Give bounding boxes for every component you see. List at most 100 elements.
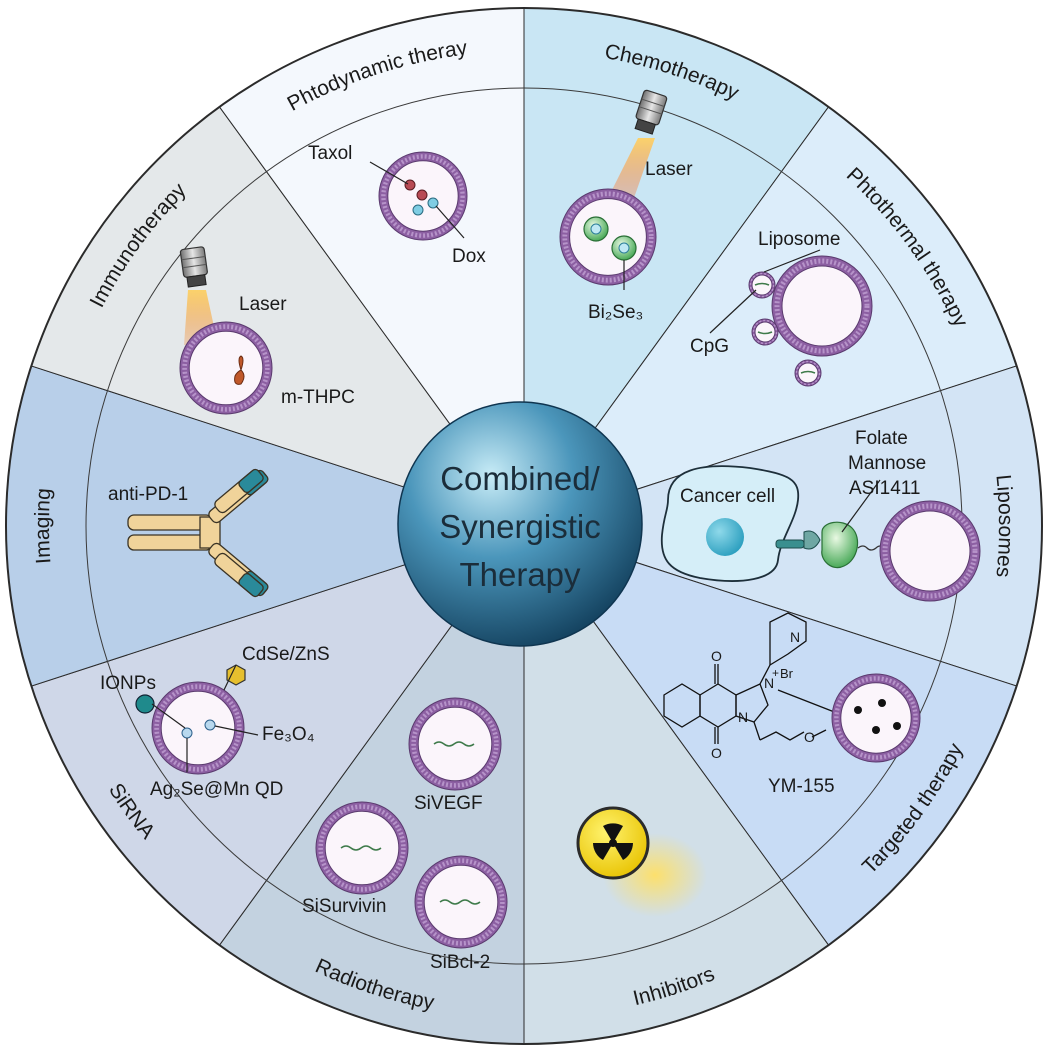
immunotherapy-illustration: anti-PD-1 bbox=[108, 468, 269, 598]
bond bbox=[759, 664, 771, 685]
leader-line bbox=[841, 479, 881, 533]
drug-dot bbox=[893, 722, 901, 730]
ionps-label: IONPs bbox=[100, 673, 156, 694]
sector-title-text: Imaging bbox=[31, 487, 55, 564]
small-liposome-vesicle bbox=[751, 318, 779, 346]
imaging-illustration: CdSe/ZnS IONPs Fe₃O₄ Ag₂Se@Mn QD bbox=[100, 644, 330, 800]
sector-title: Imaging bbox=[31, 487, 55, 564]
dox-label: Dox bbox=[452, 246, 486, 267]
targeted-therapy-illustration: Cancer cell Folate Mannose ASI1411 bbox=[660, 428, 981, 602]
leader-line bbox=[709, 289, 757, 334]
taxol-particle bbox=[416, 189, 428, 201]
nitrogen-label: N bbox=[738, 709, 748, 725]
large-liposome-vesicle bbox=[771, 255, 873, 357]
sirna-strand bbox=[340, 845, 382, 851]
antibody-icon bbox=[127, 468, 269, 598]
oxygen-label: O bbox=[711, 745, 722, 761]
mannose-label: Mannose bbox=[848, 453, 926, 474]
sector-title: Liposomes bbox=[991, 474, 1017, 579]
center-title-line-3: Therapy bbox=[459, 556, 581, 593]
sector-title-text: Liposomes bbox=[991, 474, 1017, 579]
ag2se-label: Ag₂Se@Mn QD bbox=[150, 779, 283, 800]
photodynamic-illustration: Laser m-THPC bbox=[179, 246, 355, 415]
fe3o4-label: Fe₃O₄ bbox=[262, 724, 315, 745]
sirna-illustration: SiVEGF SiSurvivin SiBcl-2 bbox=[302, 697, 508, 973]
chemotherapy-illustration: Taxol Dox bbox=[308, 143, 486, 267]
inhibitors-labels: O O O N N N + Br YM-155 bbox=[711, 629, 921, 797]
ym155-label: YM-155 bbox=[768, 776, 835, 797]
photothermal-illustration: Laser Bi₂Se₃ bbox=[559, 89, 693, 323]
sivegf-label: SiVEGF bbox=[414, 793, 483, 814]
radiation-symbol bbox=[593, 823, 633, 860]
leader-line bbox=[151, 703, 186, 729]
bi2se3-label: Bi₂Se₃ bbox=[588, 302, 643, 323]
cpg-strand bbox=[754, 282, 816, 374]
oxygen-label: O bbox=[711, 648, 722, 664]
leader-line bbox=[435, 205, 465, 239]
sirna-strand bbox=[433, 741, 475, 747]
radiotherapy-illustration bbox=[576, 806, 707, 917]
nitrogen-label: N bbox=[790, 629, 800, 645]
center-circle bbox=[397, 401, 643, 647]
charge-label: + bbox=[772, 666, 779, 680]
cancer-cell-nucleus bbox=[706, 518, 744, 556]
inhibitor-liposome-vesicle bbox=[831, 673, 921, 763]
mthpc-drug bbox=[234, 355, 245, 385]
ligand-icon bbox=[821, 521, 859, 569]
alkyl-chain bbox=[759, 731, 805, 741]
targeted-liposome-vesicle bbox=[879, 500, 981, 602]
liposome-label: Liposome bbox=[758, 229, 840, 250]
dox-particle bbox=[412, 204, 424, 216]
center-title-line-2: Synergistic bbox=[439, 508, 600, 545]
receptor-head-icon bbox=[803, 530, 821, 550]
imidazole-ring bbox=[735, 683, 769, 723]
pyrazine-ring bbox=[769, 612, 807, 667]
sisurvivin-label: SiSurvivin bbox=[302, 896, 386, 917]
bond bbox=[753, 721, 761, 741]
bromide-label: Br bbox=[780, 666, 794, 681]
fe3o4-particle bbox=[204, 719, 216, 731]
pdt-liposome-vesicle bbox=[179, 321, 273, 415]
bi2se3-core bbox=[590, 223, 602, 235]
folate-label: Folate bbox=[855, 428, 908, 449]
cancer-cell-label: Cancer cell bbox=[680, 486, 775, 507]
oxygen-label: O bbox=[804, 729, 815, 745]
center-hub: Combined/ Synergistic Therapy bbox=[397, 401, 643, 647]
nitrogen-label: N bbox=[764, 675, 774, 691]
leader-line bbox=[763, 249, 821, 273]
liposomes-illustration: Liposome CpG bbox=[690, 229, 873, 387]
drug-dot bbox=[872, 726, 880, 734]
sibcl2-label: SiBcl-2 bbox=[430, 952, 490, 973]
taxol-label: Taxol bbox=[308, 143, 352, 164]
cdse-label: CdSe/ZnS bbox=[242, 644, 330, 665]
laser-label: Laser bbox=[645, 159, 693, 180]
dox-particle bbox=[427, 197, 439, 209]
laser-device-icon bbox=[179, 246, 208, 288]
anti-pd1-label: anti-PD-1 bbox=[108, 484, 188, 505]
leader-line bbox=[223, 664, 237, 691]
small-liposome-vesicle bbox=[794, 359, 822, 387]
leader-line bbox=[214, 725, 259, 736]
drug-dot bbox=[854, 706, 862, 714]
laser-device-icon bbox=[634, 89, 668, 135]
laser-label: Laser bbox=[239, 294, 287, 315]
small-liposome-vesicle bbox=[748, 271, 776, 299]
taxol-particle bbox=[404, 179, 416, 191]
drug-dot bbox=[878, 699, 886, 707]
ionp-particle bbox=[135, 694, 155, 714]
liposome-vesicle bbox=[559, 188, 657, 286]
sirna-strand bbox=[439, 899, 481, 905]
center-title-line-1: Combined/ bbox=[440, 460, 600, 497]
ag2se-particle bbox=[181, 727, 193, 739]
outer-ring bbox=[5, 7, 1043, 1045]
receptor-icon bbox=[775, 539, 805, 549]
quantum-dot-icon bbox=[226, 664, 246, 686]
asi1411-label: ASI1411 bbox=[849, 478, 920, 499]
alkyl-chain bbox=[811, 729, 827, 738]
mthpc-label: m-THPC bbox=[281, 387, 355, 408]
imaging-liposome-vesicle bbox=[151, 681, 245, 775]
leader-line bbox=[369, 161, 409, 185]
cpg-label: CpG bbox=[690, 336, 729, 357]
